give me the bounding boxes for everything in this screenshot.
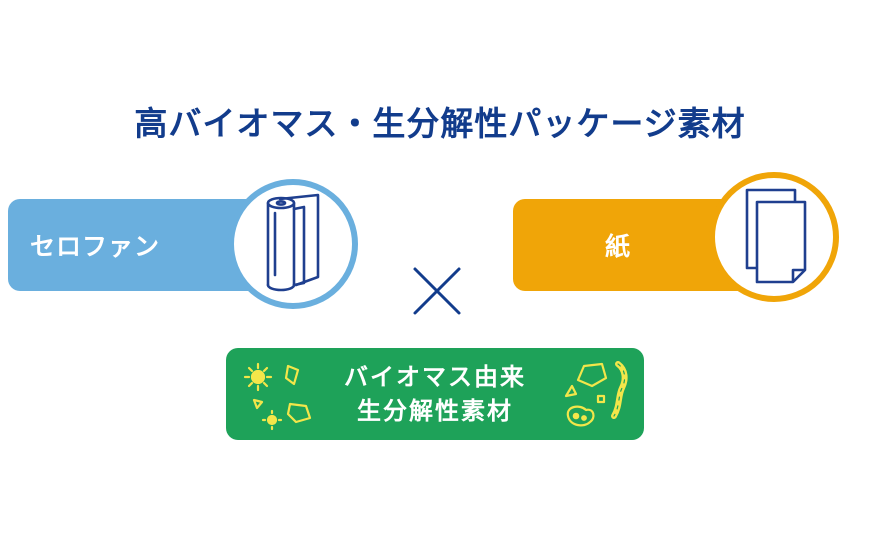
paper-label: 紙 — [605, 232, 632, 261]
biomass-material-box: バイオマス由来 生分解性素材 — [226, 348, 644, 440]
biomass-line-2: 生分解性素材 — [357, 397, 513, 425]
paper-sheets-icon — [745, 188, 807, 284]
page-title: 高バイオマス・生分解性パッケージ素材 — [134, 104, 746, 143]
microorganism-icon-right — [564, 361, 628, 427]
paper-icon-circle — [709, 172, 839, 302]
biomass-material-text: バイオマス由来 生分解性素材 — [226, 360, 644, 428]
times-icon — [413, 267, 461, 315]
cellophane-icon-circle — [228, 179, 358, 309]
microorganism-icon — [243, 362, 312, 431]
cellophane-label: セロファン — [30, 232, 161, 261]
biomass-line-1: バイオマス由来 — [344, 363, 526, 391]
cellophane-roll-icon — [266, 193, 320, 292]
